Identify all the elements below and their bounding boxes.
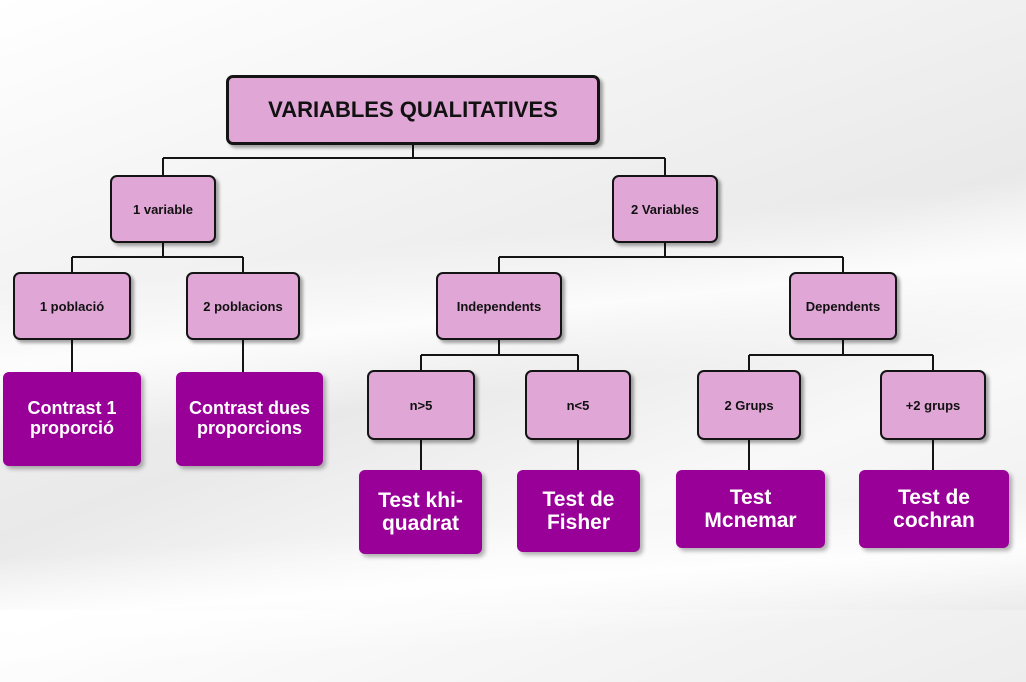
leaf-test-de-cochran: Test de cochran (859, 470, 1009, 548)
node-label: 1 població (39, 298, 105, 314)
node-n-lt-5: n<5 (525, 370, 631, 440)
node-label: Dependents (805, 298, 881, 314)
root-label: VARIABLES QUALITATIVES (268, 97, 558, 122)
node-plus-2-grups: +2 grups (880, 370, 986, 440)
node-label: n<5 (566, 397, 590, 413)
node-label: 2 Variables (631, 201, 699, 217)
node-label: n>5 (409, 397, 433, 413)
node-label: 2 Grups (724, 397, 774, 413)
leaf-label: Contrast dues proporcions (188, 398, 311, 438)
node-2-grups: 2 Grups (697, 370, 801, 440)
node-label: Independents (456, 298, 542, 314)
leaf-label: Test khi-quadrat (378, 488, 463, 535)
diagram-canvas: VARIABLES QUALITATIVES 1 variable 2 Vari… (0, 75, 1026, 682)
node-label: +2 grups (905, 397, 961, 413)
node-n-gt-5: n>5 (367, 370, 475, 440)
node-1-variable: 1 variable (110, 175, 216, 243)
leaf-test-khi-quadrat: Test khi-quadrat (359, 470, 482, 554)
node-label: 2 poblacions (203, 298, 283, 314)
leaf-contrast-dues-proporcions: Contrast dues proporcions (176, 372, 323, 466)
leaf-label: Test de Fisher (542, 487, 615, 534)
leaf-label: Contrast 1 proporció (27, 398, 117, 438)
node-dependents: Dependents (789, 272, 897, 340)
node-independents: Independents (436, 272, 562, 340)
node-1-poblacio: 1 població (13, 272, 131, 340)
node-2-poblacions: 2 poblacions (186, 272, 300, 340)
leaf-label: Test Mcnemar (704, 485, 797, 532)
leaf-label: Test de cochran (893, 485, 975, 532)
leaf-test-de-fisher: Test de Fisher (517, 470, 640, 552)
root-node: VARIABLES QUALITATIVES (226, 75, 600, 145)
node-label: 1 variable (133, 201, 193, 217)
leaf-contrast-1-proporcio: Contrast 1 proporció (3, 372, 141, 466)
leaf-test-mcnemar: Test Mcnemar (676, 470, 825, 548)
node-2-variables: 2 Variables (612, 175, 718, 243)
connector-lines (71, 145, 934, 470)
